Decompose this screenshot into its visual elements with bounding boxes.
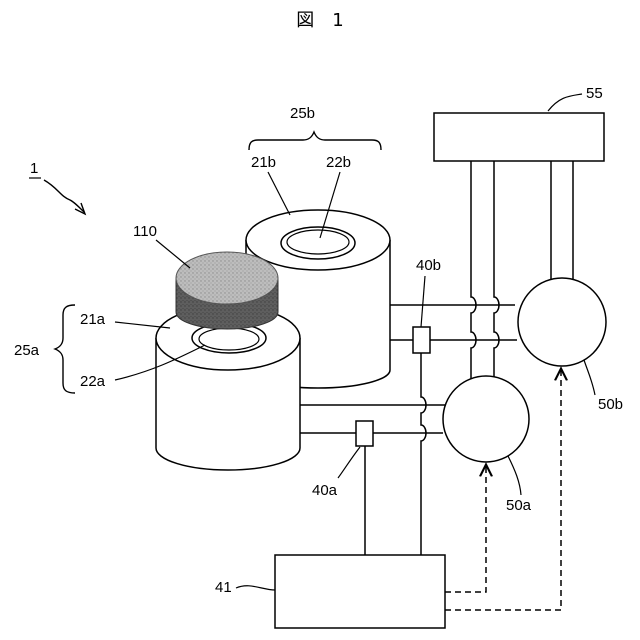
coil-22a-label: 22a [80, 373, 106, 390]
cylinder-21a [156, 306, 300, 470]
stack-25a-label: 25a [14, 342, 40, 359]
body-21a-label: 21a [80, 311, 106, 328]
stack-25b-label: 25b [290, 105, 315, 122]
unit-55-box [434, 113, 604, 161]
coil-22a-inner [199, 328, 259, 350]
signal-41-50a [445, 466, 486, 592]
sensor-40a-label: 40a [312, 482, 338, 499]
body-21b-label: 21b [251, 154, 276, 171]
brace-25a [55, 305, 75, 393]
object-110-top [176, 252, 278, 304]
wire-40b-41 [421, 353, 426, 555]
sensor-40b [413, 327, 430, 353]
body-21b-leader [268, 172, 290, 215]
sensor-40a [356, 421, 373, 446]
object-110-leader [156, 240, 190, 268]
circle-50b [518, 278, 606, 366]
unit-55-leader [548, 94, 582, 111]
object-110-label: 110 [133, 223, 157, 240]
circle-50a [443, 376, 529, 462]
system-pointer-arrow [44, 180, 84, 212]
figure-title: 図 1 [296, 10, 343, 31]
wire-55-50a-left [471, 161, 476, 380]
circle-50a-label: 50a [506, 497, 532, 514]
wire-55-50a-right [494, 161, 499, 380]
circle-50b-label: 50b [598, 396, 623, 413]
sensor-40b-label: 40b [416, 257, 441, 274]
coil-22b-inner [287, 230, 349, 254]
unit-55: 55 [434, 85, 604, 161]
sensor-40b-leader [421, 276, 425, 327]
system-label: 1 [30, 160, 38, 177]
controller-41 [275, 555, 445, 628]
coil-22b-label: 22b [326, 154, 351, 171]
controller-41-leader [236, 586, 275, 590]
brace-25b [249, 132, 381, 150]
controller-41-label: 41 [215, 579, 232, 596]
sensor-40a-leader [338, 447, 360, 478]
object-110 [176, 252, 278, 329]
unit-55-label: 55 [586, 85, 603, 102]
circle-50a-leader [508, 456, 521, 495]
circle-50b-leader [584, 360, 595, 395]
system-label-group: 1 [29, 160, 85, 214]
